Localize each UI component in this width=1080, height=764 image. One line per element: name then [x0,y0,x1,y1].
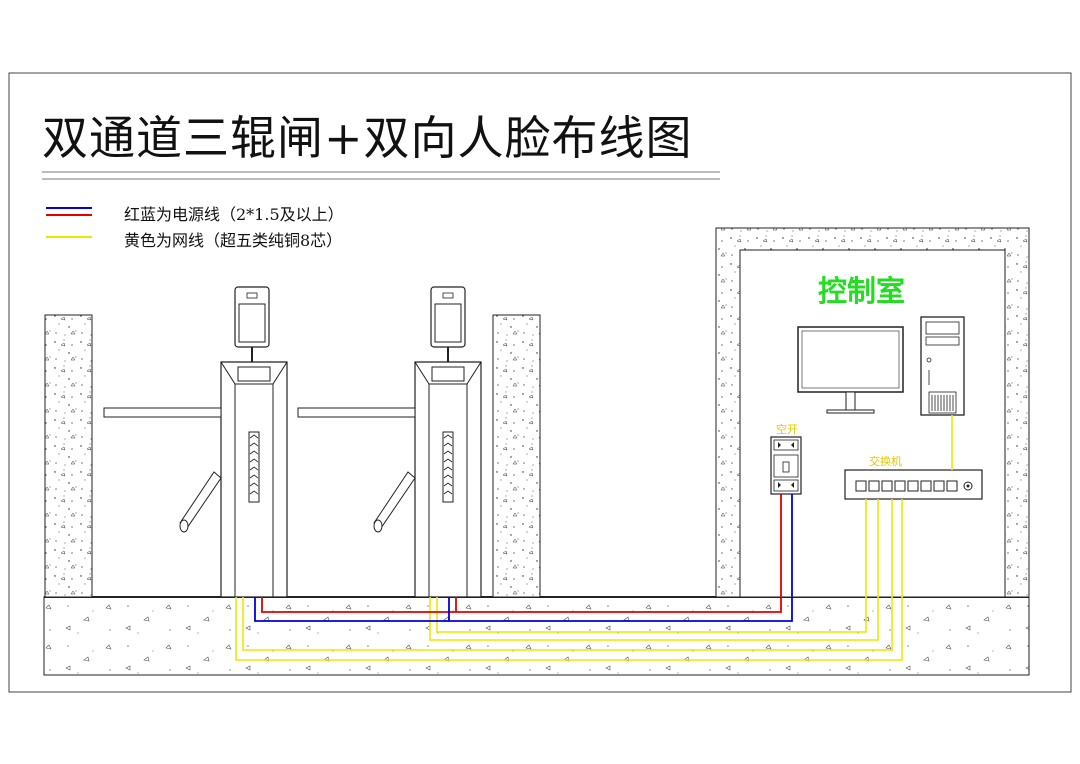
air-breaker-icon [770,436,802,495]
face-recognition-terminal-icon [430,286,466,363]
network-switch-icon [844,469,983,500]
legend-power-text: 红蓝为电源线（2*1.5及以上） [124,205,344,224]
drawing-frame [8,72,1072,693]
legend-power-swatch [46,207,92,216]
power-cables [254,494,793,622]
control-room-label: 控制室 [818,274,906,308]
face-recognition-terminal-icon [234,286,270,363]
turnstile-1 [103,286,288,598]
tripod-turnstile-icon [297,361,482,598]
legend-network-text: 黄色为网线（超五类纯铜8芯） [124,231,343,250]
monitor-icon [797,326,904,414]
control-room [715,227,1030,598]
middle-wall-pillar [492,314,541,598]
page-title: 双通道三辊闸+双向人脸布线图 [42,111,693,165]
ground-slab [43,596,1030,676]
turnstile-2 [297,286,482,598]
desktop-pc-icon [920,316,965,416]
switch-label: 交换机 [869,455,902,468]
tripod-turnstile-icon [103,361,288,598]
left-wall-pillar [44,314,93,598]
breaker-label: 空开 [776,423,798,436]
network-cables [235,415,953,661]
